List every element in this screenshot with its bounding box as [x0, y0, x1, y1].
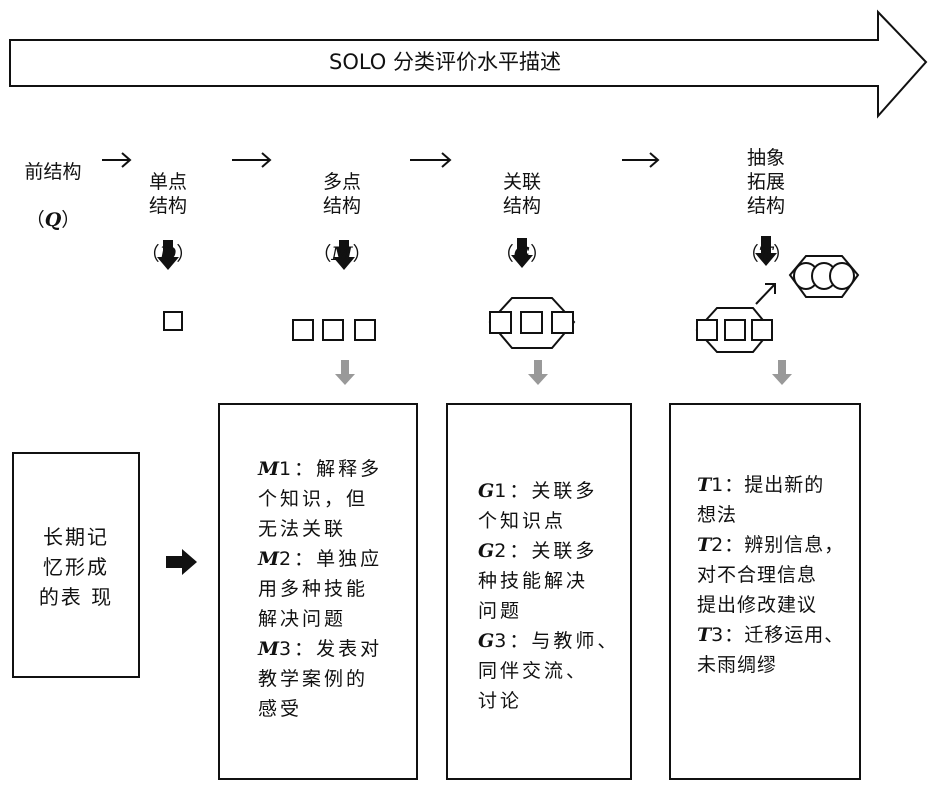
- outcome-line: 同伴交流、: [478, 660, 589, 682]
- level-code: T: [758, 243, 774, 265]
- gray-arrow-m: [335, 360, 355, 385]
- down-arrow-m: [333, 240, 355, 270]
- outcome-line: 教学案例的: [258, 668, 369, 690]
- outcome-line: 个知识，但: [258, 488, 369, 510]
- level-relational: 关联 结构 （G）: [494, 171, 550, 265]
- level-code: M: [331, 243, 353, 265]
- outcome-line: 解决问题: [258, 608, 347, 630]
- single-point-square: [163, 311, 183, 331]
- arrow-g-to-t: [622, 152, 660, 168]
- banner-title: SOLO 分类评价水平描述: [328, 50, 561, 74]
- extended-abstract-shape: [695, 255, 860, 353]
- level-code: D: [159, 243, 177, 265]
- outcome-line: 想法: [697, 504, 738, 526]
- level-name: 多点 结构: [322, 171, 361, 217]
- level-name: 抽象 拓展 结构: [746, 147, 785, 217]
- memory-to-outcomes-arrow: [166, 549, 197, 575]
- gray-arrow-t: [772, 360, 792, 385]
- level-code: Q: [44, 209, 62, 231]
- arrow-d-to-m: [232, 152, 272, 168]
- outcome-line: T2：辨别信息，: [697, 534, 845, 556]
- relational-structure-shape: [488, 297, 576, 349]
- relational-outcomes-text: G1：关联多 个知识点 G2：关联多 种技能解决 问题 G3：与教师、 同伴交流…: [478, 476, 619, 716]
- extended-abstract-outcomes-text: T1：提出新的 想法 T2：辨别信息， 对不合理信息 提出修改建议 T3：迁移运…: [697, 470, 844, 680]
- memory-formation-box: 长期记 忆形成 的表 现: [12, 452, 140, 678]
- gray-arrow-g: [528, 360, 548, 385]
- black-down-arrows: [157, 236, 777, 270]
- extended-abstract-outcomes-box: [669, 403, 861, 780]
- level-code: G: [513, 243, 531, 265]
- down-arrow-d: [157, 240, 179, 270]
- outcome-line: M3：发表对: [258, 638, 383, 660]
- outcome-line: M2：单独应: [258, 548, 383, 570]
- outcome-line: 个知识点: [478, 510, 567, 532]
- level-name: 关联 结构: [502, 171, 541, 217]
- level-prestructural: 前结构 （Q）: [24, 161, 82, 231]
- outcome-line: G1：关联多: [478, 480, 598, 502]
- outcome-line: G2：关联多: [478, 540, 598, 562]
- down-arrow-g: [511, 238, 533, 268]
- relational-outcomes-box: [446, 403, 632, 780]
- level-multistructural: 多点 结构 （M）: [312, 171, 372, 265]
- multi-point-squares: [292, 319, 376, 341]
- outcome-line: 未雨绸缪: [697, 654, 778, 676]
- outcome-line: 问题: [478, 600, 523, 622]
- level-extended-abstract: 抽象 拓展 结构 （T）: [739, 147, 793, 265]
- outcome-line: T1：提出新的: [697, 474, 825, 496]
- level-progression-arrows: [102, 152, 660, 168]
- outcome-line: 用多种技能: [258, 578, 369, 600]
- outcome-line: G3：与教师、: [478, 630, 620, 652]
- outcome-line: T3：迁移运用、: [697, 624, 845, 646]
- gray-down-arrows: [335, 360, 792, 385]
- banner-arrow: [9, 9, 928, 119]
- down-arrow-t: [755, 236, 777, 266]
- arrow-m-to-g: [410, 152, 452, 168]
- memory-formation-text: 长期记 忆形成 的表 现: [38, 525, 114, 609]
- outcome-line: 种技能解决: [478, 570, 589, 592]
- outcome-line: 无法关联: [258, 518, 347, 540]
- outcome-line: 提出修改建议: [697, 594, 818, 616]
- outcome-line: 对不合理信息: [697, 564, 818, 586]
- outcome-line: 感受: [258, 698, 303, 720]
- multistructural-outcomes-text: M1：解释多 个知识，但 无法关联 M2：单独应 用多种技能 解决问题 M3：发…: [258, 454, 382, 724]
- multistructural-outcomes-box: [218, 403, 418, 780]
- level-name: 单点 结构: [148, 171, 187, 217]
- outcome-line: 讨论: [478, 690, 523, 712]
- level-unistructural: 单点 结构 （D）: [140, 171, 196, 265]
- outcome-line: M1：解释多: [258, 458, 383, 480]
- arrow-q-to-d: [102, 152, 132, 168]
- level-name: 前结构: [24, 161, 82, 183]
